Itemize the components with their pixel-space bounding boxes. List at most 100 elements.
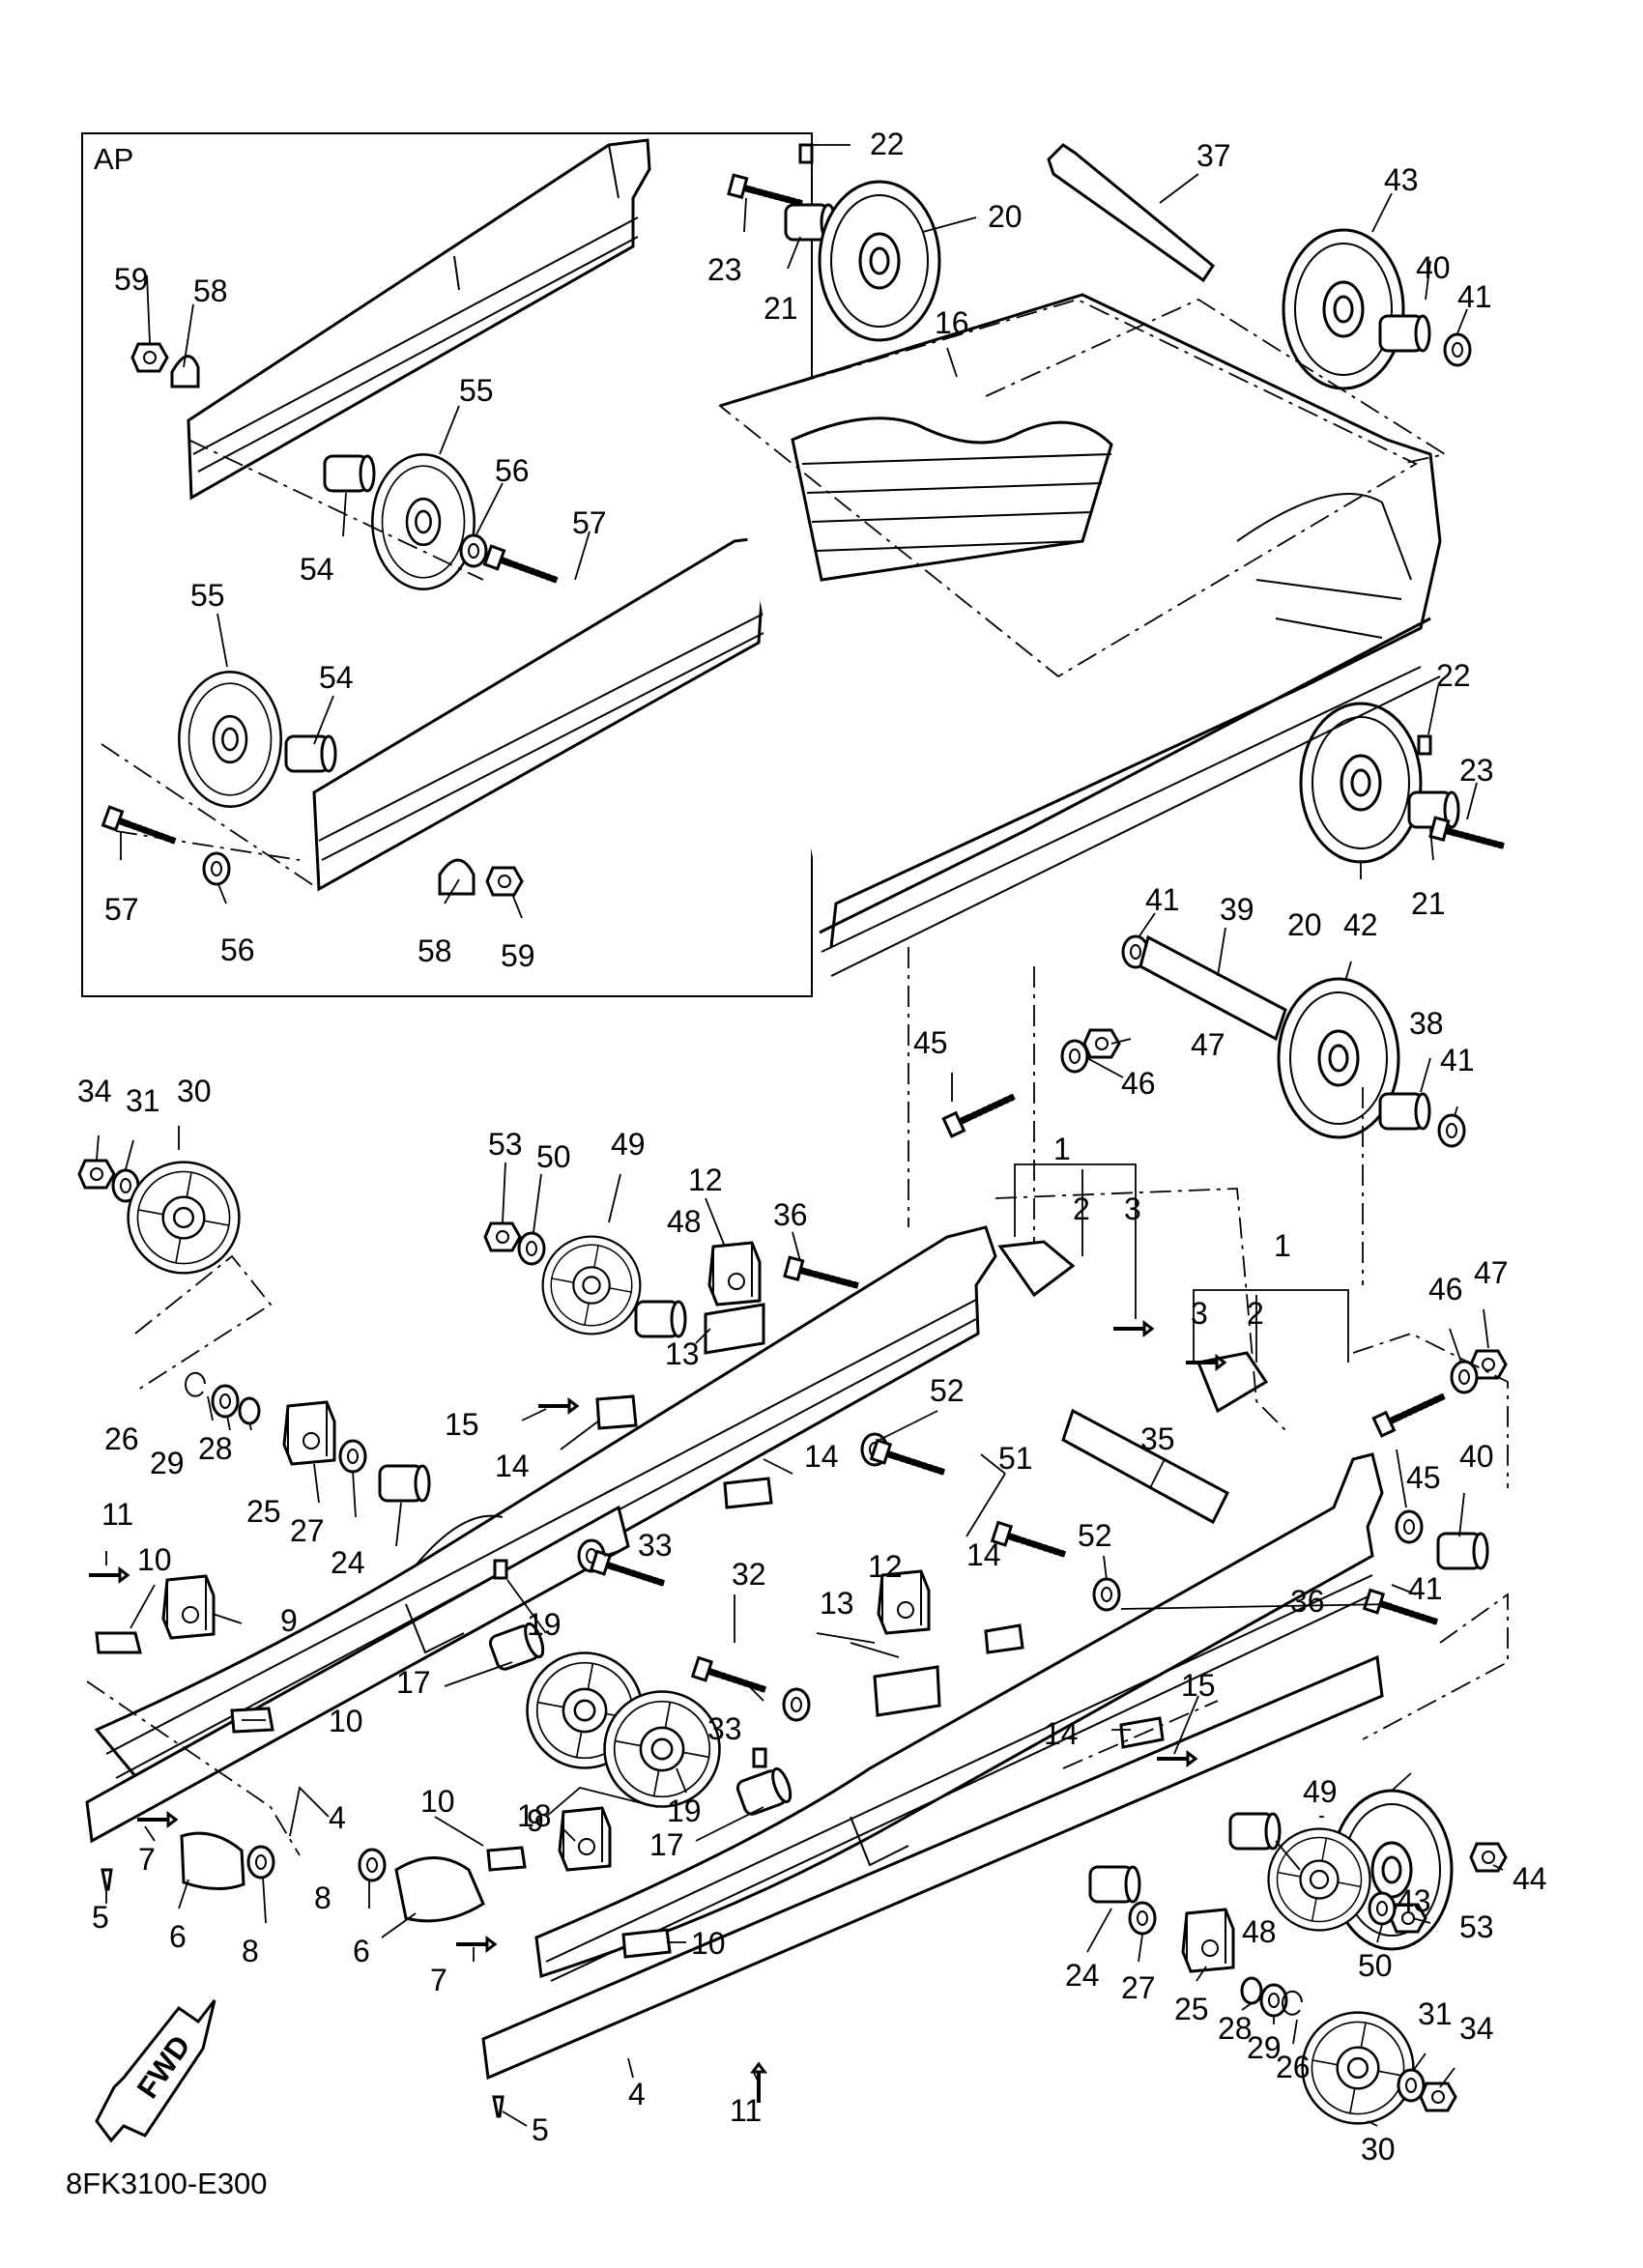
part-26-circlip-left	[185, 1371, 206, 1397]
part-50-washer-right	[1368, 1891, 1397, 1926]
part-8-washer-mid	[358, 1848, 387, 1882]
callout-37: 37	[1196, 138, 1231, 173]
callout-30b: 30	[1361, 2132, 1396, 2167]
callout-14b: 14	[804, 1439, 839, 1474]
part-8-washer-left	[246, 1845, 275, 1880]
callout-52b: 52	[1078, 1518, 1112, 1553]
part-6-slider-shoe-left	[180, 1831, 245, 1891]
part-4-slide-rail-right	[481, 1452, 1384, 2081]
callout-5: 5	[92, 1900, 109, 1935]
part-51-bolt-upper	[872, 1441, 947, 1482]
callout-36b: 36	[1290, 1584, 1325, 1619]
callout-27b: 27	[1121, 1970, 1156, 2005]
part-5-screw-lower	[492, 2095, 504, 2118]
callout-24b: 24	[1065, 1958, 1100, 1993]
part-38-collar	[1378, 1092, 1431, 1131]
part-9-slider-lower	[558, 1806, 612, 1872]
part-36-bolt-upper	[785, 1257, 861, 1295]
callout-labels: 22 23 21 20 37 43 40 41 16 59 58 55 56 5…	[77, 127, 1547, 2167]
part-27-washer-left	[338, 1439, 367, 1474]
part-35-shaft	[1061, 1408, 1229, 1525]
callout-38: 38	[1409, 1006, 1444, 1041]
callout-53: 53	[488, 1127, 523, 1162]
part-2-bracket-a	[997, 1240, 1076, 1298]
callout-45: 45	[913, 1025, 948, 1060]
callout-41b: 41	[1145, 882, 1180, 917]
part-53-nut	[483, 1221, 522, 1252]
part-7-rivet-mid	[454, 1937, 497, 1952]
callout-47: 47	[1191, 1027, 1225, 1062]
part-34-nut-left	[77, 1159, 116, 1190]
part-58-bracket-lower	[438, 858, 476, 896]
part-7-rivet-left	[135, 1812, 178, 1827]
callout-33: 33	[638, 1528, 673, 1563]
callout-19b: 19	[667, 1794, 702, 1828]
callout-11: 11	[101, 1497, 133, 1532]
callout-32: 32	[732, 1557, 766, 1592]
part-30-wheel-left	[127, 1161, 241, 1275]
callout-15: 15	[445, 1407, 479, 1442]
callout-28: 28	[198, 1431, 233, 1466]
callout-34: 34	[77, 1074, 112, 1108]
callout-14: 14	[495, 1449, 530, 1483]
part-54-bushing-upper	[323, 454, 376, 493]
callout-4: 4	[329, 1800, 346, 1835]
callout-41d: 41	[1408, 1571, 1443, 1606]
part-10-clip-mid-b	[621, 1928, 672, 1959]
callout-11b: 11	[730, 2093, 762, 2128]
part-13-bracket-upper	[704, 1303, 765, 1355]
callout-40: 40	[1416, 250, 1451, 285]
callout-55b: 55	[190, 578, 225, 613]
callout-3: 3	[1124, 1191, 1141, 1226]
callout-43: 43	[1384, 162, 1419, 197]
callout-49: 49	[611, 1127, 646, 1162]
part-13-bracket-lower	[873, 1665, 941, 1717]
callout-34b: 34	[1459, 2011, 1494, 2046]
part-10-clip-upper-a	[95, 1631, 142, 1654]
callout-23b: 23	[1459, 753, 1494, 788]
part-40-collar-c	[1436, 1532, 1489, 1570]
drawing-code: 8FK3100-E300	[66, 2167, 268, 2200]
callout-26b: 26	[1276, 2050, 1311, 2084]
part-28-shim-right	[1240, 1976, 1263, 2005]
callout-31: 31	[126, 1083, 160, 1118]
callout-17: 17	[396, 1665, 431, 1700]
callout-10b: 10	[329, 1704, 363, 1738]
part-20-idler-wheel-top	[818, 180, 941, 342]
callout-59: 59	[114, 262, 149, 297]
part-30-wheel-right	[1301, 2011, 1415, 2125]
callout-10d: 10	[691, 1926, 726, 1961]
part-57-bolt-upper	[485, 546, 561, 589]
part-57-bolt-lower	[103, 807, 179, 850]
part-58-bracket-upper	[170, 355, 200, 388]
part-49-wheel-left	[541, 1235, 642, 1335]
callout-57: 57	[572, 505, 607, 540]
callout-51: 51	[998, 1441, 1033, 1476]
part-40-collar-rear	[1378, 314, 1431, 353]
part-25-block-right	[1181, 1908, 1235, 1973]
part-56-washer-upper	[459, 533, 488, 568]
leader-lines	[96, 144, 1504, 2127]
part-52-washer-lower	[1092, 1577, 1121, 1612]
part-3-rivet-a	[1111, 1321, 1154, 1336]
callout-13b: 13	[820, 1586, 854, 1621]
callout-40b: 40	[1459, 1439, 1494, 1474]
part-12-stopper-upper	[707, 1241, 762, 1306]
callout-41: 41	[1457, 279, 1492, 314]
callout-58: 58	[193, 273, 228, 308]
callout-16: 16	[935, 305, 969, 340]
callout-13: 13	[665, 1336, 700, 1371]
inset-lower-slide-rail	[312, 534, 777, 892]
callout-44: 44	[1513, 1861, 1547, 1896]
callout-1: 1	[1053, 1132, 1071, 1166]
part-29-washer-left	[211, 1384, 240, 1419]
callout-56: 56	[495, 453, 530, 488]
callout-4b: 4	[628, 2077, 646, 2111]
callout-52: 52	[930, 1373, 965, 1408]
callout-54: 54	[300, 552, 334, 587]
callout-5b: 5	[532, 2112, 549, 2147]
callout-47b: 47	[1474, 1255, 1509, 1290]
callout-20: 20	[988, 199, 1023, 234]
callout-50: 50	[536, 1139, 571, 1174]
